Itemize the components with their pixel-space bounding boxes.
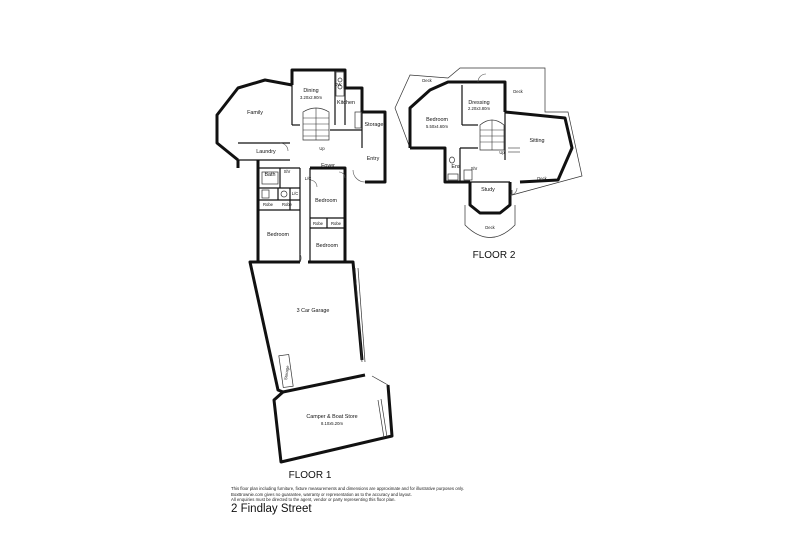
laundry-cupboard-label: L/C: [292, 191, 299, 196]
dishwasher-label: DW: [335, 82, 342, 87]
deck-label: Deck: [485, 225, 495, 230]
room-study-label: Study: [481, 187, 495, 193]
room-camper-store-label: Camper & Boat Store: [306, 414, 357, 420]
room-bedroom-label: Bedroom: [315, 198, 337, 204]
dining-wall: [290, 68, 364, 112]
shower-label: Shr: [284, 169, 291, 174]
south-deck: [464, 205, 516, 238]
shower-label: Shr: [471, 166, 478, 171]
deck-label: Deck: [537, 176, 547, 181]
room-family-label: Family: [247, 110, 263, 116]
room-bedroom-label: Bedroom: [426, 117, 448, 123]
room-dressing-label: Dressing: [468, 100, 489, 106]
room-foyer-label: Foyer: [321, 163, 335, 169]
stairs-up-label: Up: [319, 146, 325, 151]
room-dining-label: Dining: [303, 88, 318, 94]
robe-label: Robe: [313, 221, 324, 226]
floor-2-title: FLOOR 2: [473, 250, 516, 261]
room-ensuite-label: Ens: [451, 164, 461, 170]
room-laundry-label: Laundry: [256, 149, 276, 155]
room-sitting-label: Sitting: [530, 138, 545, 144]
disclaimer: This floor plan including furniture, fix…: [231, 486, 521, 503]
stairs-up-label: Up: [499, 150, 505, 155]
room-dining-dimension: 3.20x2.90m: [300, 95, 322, 100]
floor-2-plan: Deck Deck Deck Deck Bedroom 5.50x4.60m D…: [394, 67, 583, 261]
garage-wall: [248, 260, 366, 394]
floor-1-plan: Family Dining 3.20x2.90m Kitchen Storage…: [215, 68, 394, 481]
room-kitchen-label: Kitchen: [337, 100, 355, 106]
family-wall: [215, 78, 293, 162]
room-bath-label: Bath: [264, 172, 275, 178]
room-garage-label: 3 Car Garage: [297, 308, 330, 314]
room-bedroom-dimension: 5.50x4.60m: [426, 124, 448, 129]
stairs-floor-1: [302, 107, 330, 141]
camper-store-wall: [272, 384, 394, 464]
disclaimer-line: All enquiries must be directed to the ag…: [231, 497, 396, 503]
disclaimer-line: BoxBrownie.com gives no guarantee, warra…: [231, 491, 412, 497]
disclaimer-line: This floor plan including furniture, fix…: [231, 486, 465, 491]
deck-label: Deck: [513, 89, 523, 94]
linen-cupboard-label: L/C: [305, 176, 312, 181]
deck-outline: [394, 67, 583, 196]
room-dressing-dimension: 2.20x3.80m: [468, 106, 490, 111]
garage-storage-label: Storage: [283, 365, 290, 381]
stairs-floor-2: [479, 119, 520, 153]
property-address: 2 Findlay Street: [231, 503, 312, 515]
floor-2-wall: [408, 80, 507, 148]
robe-label: Robe: [331, 221, 342, 226]
room-camper-store-dimension: 8.10x5.20m: [321, 421, 343, 426]
study-bay-wall: [468, 182, 512, 215]
room-entry-label: Entry: [367, 156, 380, 162]
robe-label: Robe: [263, 202, 274, 207]
robe-label: Robe: [282, 202, 293, 207]
room-bedroom-label: Bedroom: [316, 243, 338, 249]
entry-wall: [362, 110, 387, 184]
deck-label: Deck: [422, 78, 432, 83]
room-storage-label: Storage: [365, 122, 384, 128]
room-bedroom-label: Bedroom: [267, 232, 289, 238]
floor-1-title: FLOOR 1: [289, 470, 332, 481]
